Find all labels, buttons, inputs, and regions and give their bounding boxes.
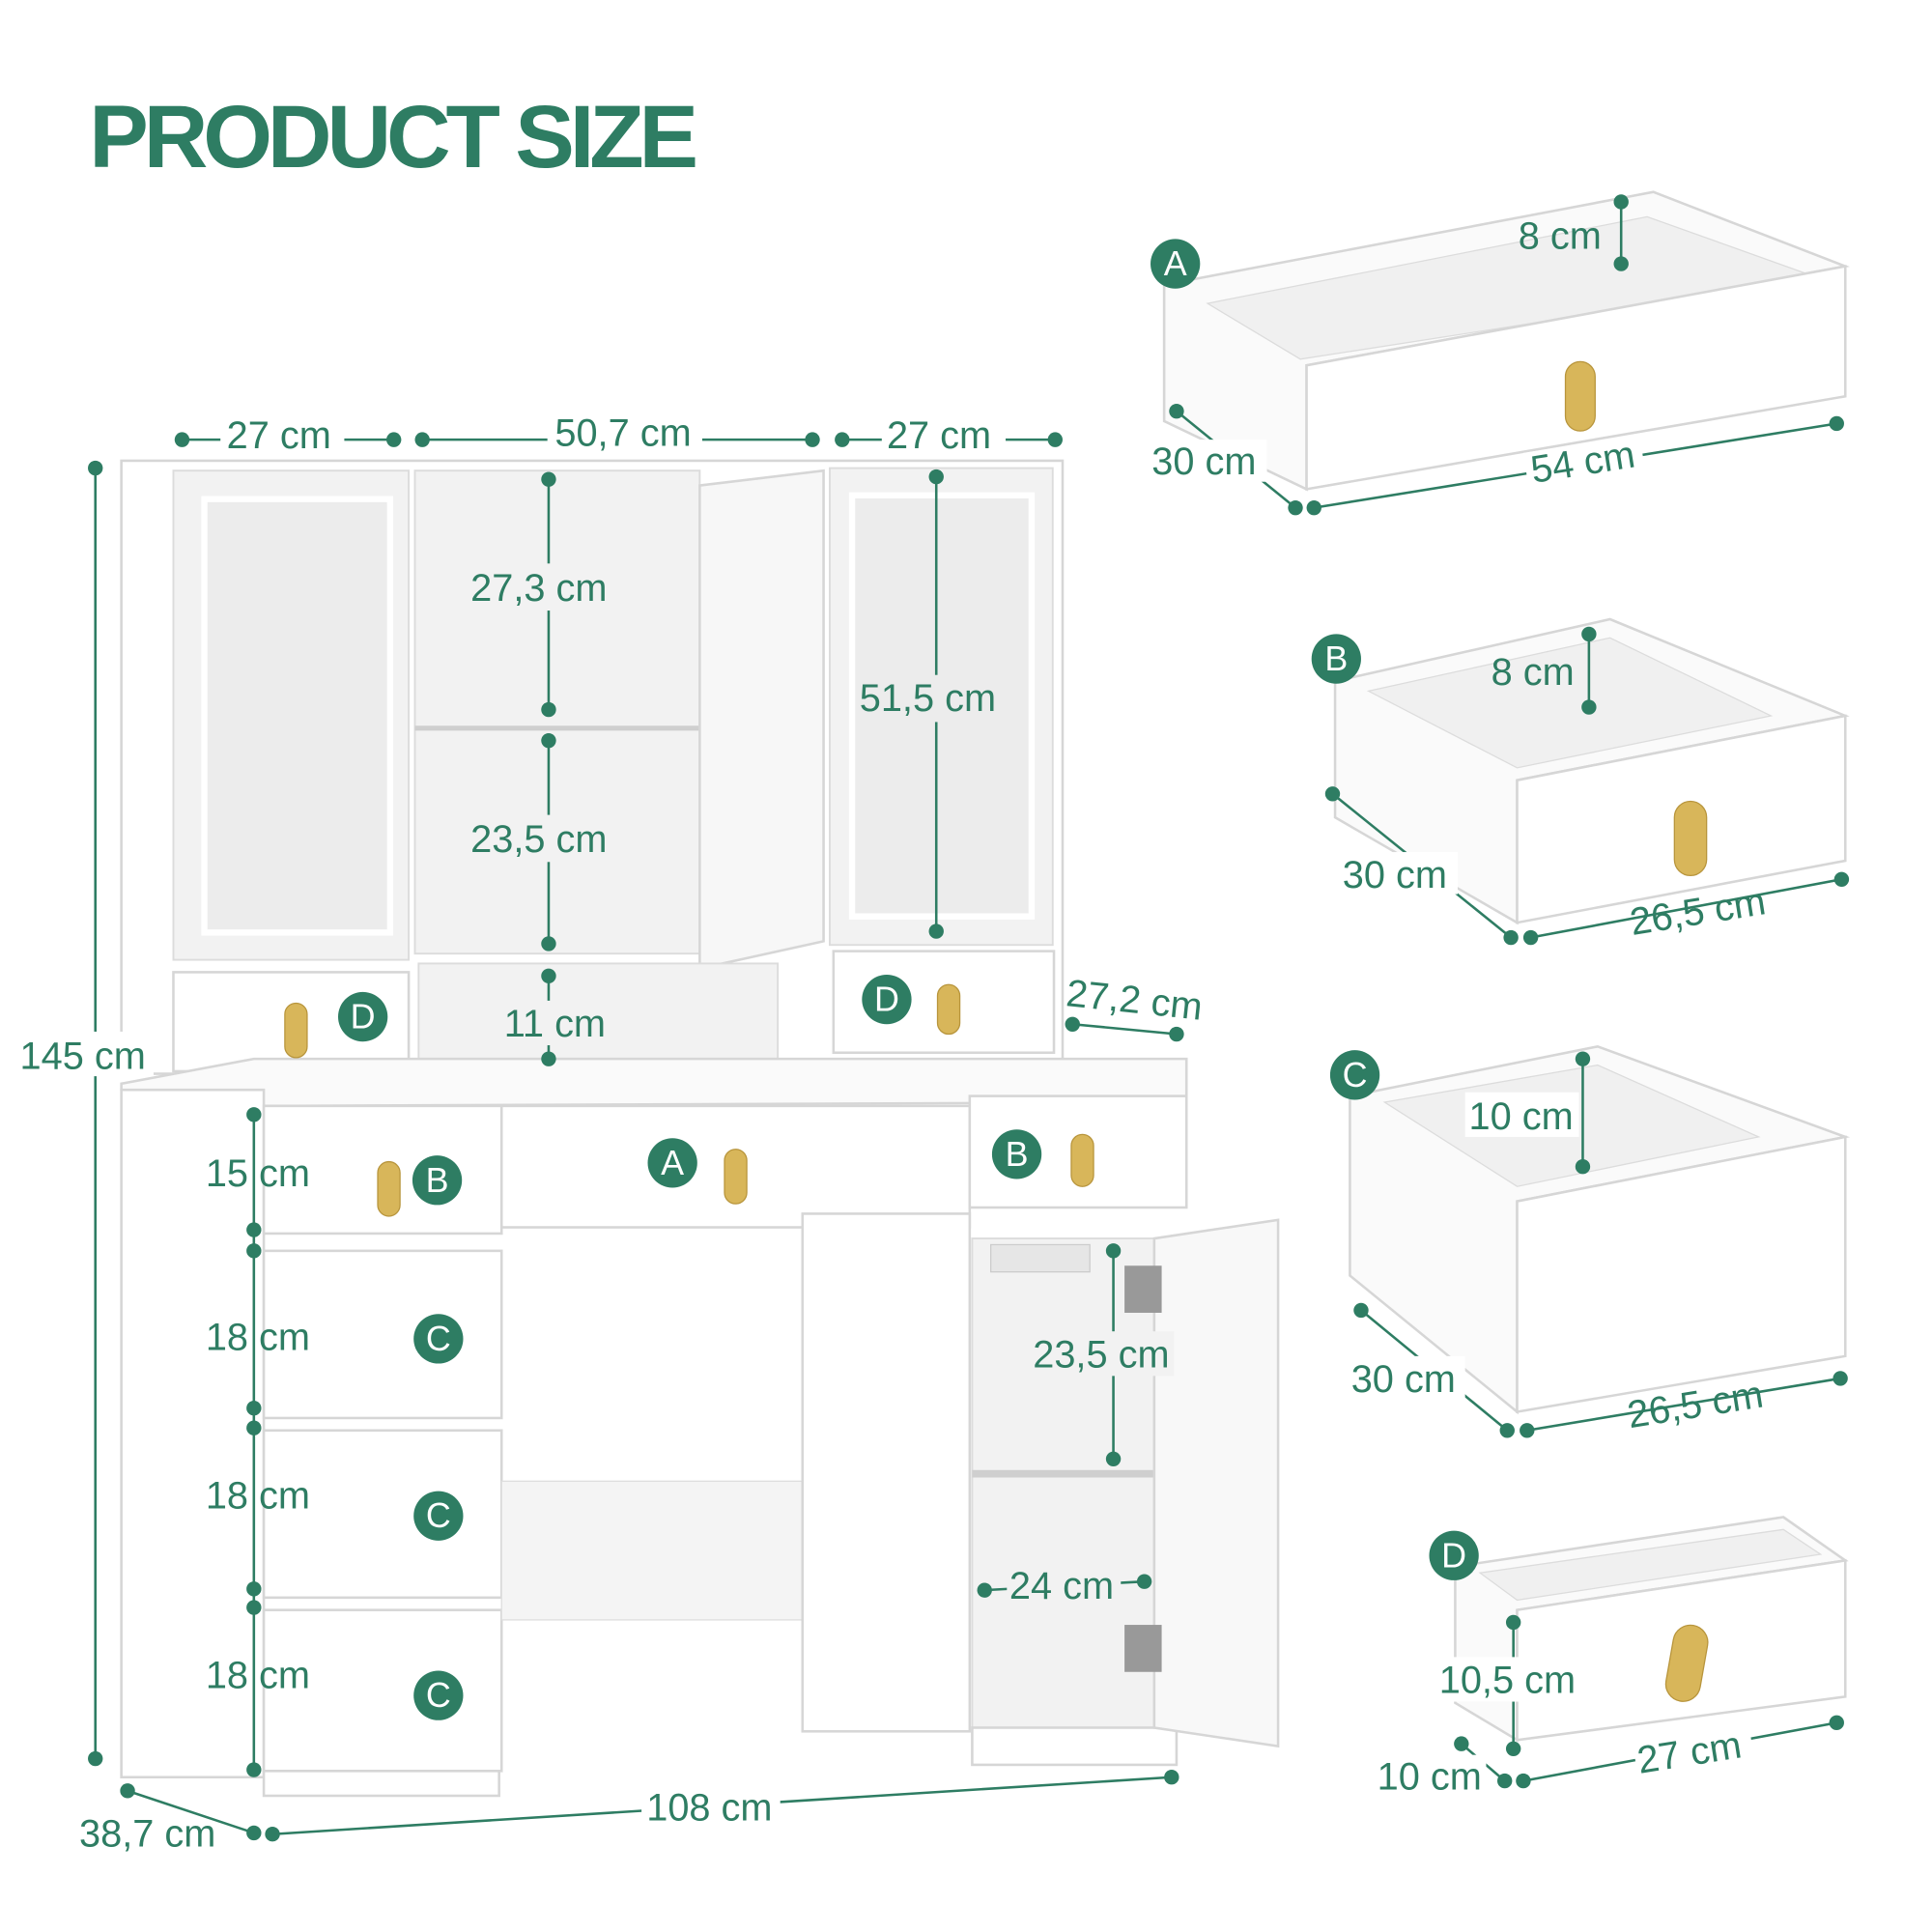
dim-total-depth: 38,7 cm xyxy=(79,1813,215,1856)
hinge-icon xyxy=(1124,1625,1162,1672)
dim-lower-shelf: 23,5 cm xyxy=(470,818,607,861)
dim-cabinet-width: 24 cm xyxy=(1009,1565,1114,1607)
dim-drawer-d-width: 27 cm xyxy=(1634,1723,1745,1781)
dim-drawer-a-depth: 30 cm xyxy=(1151,440,1256,483)
badge-b: B xyxy=(1324,639,1348,678)
dim-niche-height: 11 cm xyxy=(504,1003,606,1045)
dim-drawer-b-height: 15 cm xyxy=(206,1152,310,1195)
badge-b: B xyxy=(1006,1135,1029,1174)
dim-total-height: 145 cm xyxy=(20,1035,146,1077)
dim-drawer-b-height: 8 cm xyxy=(1492,651,1575,694)
drawer-a-detail: A 8 cm 30 cm 54 cm xyxy=(1149,190,1850,516)
middle-shelf-area xyxy=(413,469,701,955)
vanity-badges: D D B A B C C C xyxy=(338,974,1042,1720)
dim-top-right-width: 27 cm xyxy=(887,414,991,457)
page-title: PRODUCT SIZE xyxy=(89,86,695,186)
badge-b: B xyxy=(426,1161,449,1200)
left-led-mirror xyxy=(201,496,394,936)
left-base xyxy=(262,1770,500,1798)
handle-icon xyxy=(724,1149,748,1205)
dim-upper-shelf: 27,3 cm xyxy=(470,567,607,610)
dim-top-middle-width: 50,7 cm xyxy=(554,412,691,455)
badge-c: C xyxy=(426,1496,451,1535)
handle-icon xyxy=(1664,1624,1709,1702)
hinge-icon xyxy=(1124,1265,1162,1313)
dim-drawer-b-depth: 30 cm xyxy=(1343,854,1447,896)
dim-drawer-d-depth: 10 cm xyxy=(1378,1756,1482,1799)
badge-d: D xyxy=(1441,1536,1466,1575)
handle-icon xyxy=(284,1002,308,1059)
handle-icon xyxy=(1673,800,1708,877)
dim-drawer-c-depth: 30 cm xyxy=(1351,1358,1456,1401)
handle-icon xyxy=(1070,1133,1094,1187)
power-strip xyxy=(990,1243,1091,1273)
handle-icon xyxy=(377,1160,401,1217)
modesty-panel xyxy=(500,1480,806,1621)
right-side-panel xyxy=(801,1212,972,1733)
handle-icon xyxy=(936,983,961,1036)
dim-drawer-c1-height: 18 cm xyxy=(206,1316,310,1358)
dim-tabletop-depth: 27,2 cm xyxy=(1065,972,1205,1029)
dim-drawer-c3-height: 18 cm xyxy=(206,1654,310,1696)
dim-drawer-a-height: 8 cm xyxy=(1519,215,1602,258)
dim-cabinet-shelf: 23,5 cm xyxy=(1033,1333,1169,1376)
badge-c: C xyxy=(426,1320,451,1358)
badge-d: D xyxy=(351,998,376,1037)
open-mirror-door xyxy=(698,469,825,971)
badge-d: D xyxy=(874,980,899,1019)
drawer-b-detail: B 8 cm 30 cm 26,5 cm xyxy=(1311,617,1850,946)
vanity-dimension-labels: 27 cm 50,7 cm 27 cm 27,3 cm 23,5 cm 51,5… xyxy=(16,412,1205,1856)
dim-total-width: 108 cm xyxy=(646,1787,772,1830)
vanity-illustration xyxy=(120,459,1280,1798)
dim-drawer-c-height: 10 cm xyxy=(1469,1095,1574,1138)
right-base xyxy=(971,1726,1179,1767)
dim-mirror-height: 51,5 cm xyxy=(860,677,996,720)
drawer-c-detail: C 10 cm 30 cm 26,5 cm xyxy=(1329,1045,1851,1438)
dim-drawer-d-height: 10,5 cm xyxy=(1439,1660,1576,1702)
drawer-d-detail: D 10,5 cm 10 cm 27 cm xyxy=(1375,1516,1849,1799)
badge-a: A xyxy=(1164,244,1187,283)
dim-drawer-c2-height: 18 cm xyxy=(206,1475,310,1518)
badge-c: C xyxy=(426,1676,451,1715)
badge-c: C xyxy=(1343,1056,1368,1094)
badge-a: A xyxy=(661,1144,684,1182)
handle-icon xyxy=(1564,360,1596,432)
cabinet-door[interactable] xyxy=(1152,1218,1280,1748)
dim-top-left-width: 27 cm xyxy=(227,414,331,457)
left-side-panel xyxy=(120,1088,266,1779)
